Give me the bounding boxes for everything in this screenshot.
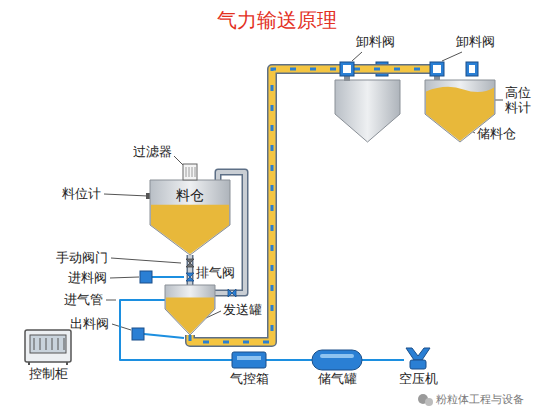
sending-tank: 发送罐 bbox=[165, 285, 215, 335]
node-label: 过滤器 bbox=[133, 144, 172, 160]
panel-slot bbox=[52, 338, 53, 350]
node-label: 气控箱 bbox=[230, 371, 269, 387]
cabinet-panel bbox=[30, 335, 66, 353]
box-body bbox=[232, 352, 266, 368]
leader-line bbox=[174, 156, 183, 165]
conveying-pipe bbox=[354, 66, 430, 73]
node-label: 料仓 bbox=[176, 187, 204, 204]
actuator-rod bbox=[152, 276, 184, 278]
vessel-outline bbox=[150, 180, 230, 255]
discharge-valve: 卸料阀 bbox=[430, 62, 444, 76]
node-label: 储料仓 bbox=[477, 126, 516, 142]
node-shape bbox=[165, 285, 215, 335]
filter: 过滤器 bbox=[183, 164, 197, 180]
part-label: 进气管 bbox=[64, 292, 103, 308]
storage-hopper: 料仓 bbox=[150, 180, 230, 255]
air-line bbox=[362, 359, 404, 361]
node-label: 控制柜 bbox=[29, 366, 68, 382]
node-label: 空压机 bbox=[399, 371, 438, 387]
cabinet-foot bbox=[66, 362, 68, 365]
receiving-bin bbox=[335, 80, 400, 142]
part-label: 排气阀 bbox=[196, 265, 235, 281]
watermark-icon bbox=[425, 398, 433, 406]
valve-body bbox=[430, 62, 444, 76]
valve-window bbox=[343, 65, 351, 73]
compressor-body bbox=[410, 360, 426, 369]
node-label: 储气罐 bbox=[318, 371, 357, 387]
node-shape bbox=[340, 62, 354, 76]
node-label: 卸料阀 bbox=[456, 34, 495, 50]
actuator-rod bbox=[144, 334, 184, 338]
valve-window bbox=[433, 65, 441, 73]
leader-line bbox=[106, 300, 116, 301]
node-shape bbox=[183, 164, 197, 180]
leader-line bbox=[442, 52, 462, 61]
pipe-outline bbox=[354, 64, 430, 74]
air-receiver: 储气罐 bbox=[312, 350, 362, 370]
filter-element bbox=[186, 167, 187, 177]
valve-actuator bbox=[132, 328, 144, 340]
watermark: 粉粒体工程与设备 bbox=[436, 393, 524, 406]
feed-valve bbox=[186, 273, 194, 281]
leader-line bbox=[110, 277, 139, 278]
box-highlight bbox=[237, 356, 261, 360]
node-shape bbox=[404, 346, 432, 370]
filter-element bbox=[192, 167, 193, 177]
part-label: 料位计 bbox=[62, 186, 101, 202]
filter-element bbox=[195, 167, 196, 177]
powder-fill bbox=[166, 298, 214, 335]
node-label: 卸料阀 bbox=[356, 34, 395, 50]
panel-slot bbox=[58, 338, 59, 350]
storage-bin: 储料仓 bbox=[425, 80, 495, 142]
leader-line bbox=[352, 52, 362, 61]
panel-slot bbox=[34, 338, 35, 350]
bin-inlet bbox=[344, 76, 350, 81]
air-line bbox=[266, 359, 312, 361]
cabinet-body bbox=[25, 330, 71, 362]
vessel-outline bbox=[165, 285, 215, 335]
actuator-icon bbox=[469, 65, 475, 73]
node-shape bbox=[312, 350, 362, 370]
compressor-head bbox=[406, 348, 430, 360]
diagram-title: 气力输送原理 bbox=[217, 8, 337, 32]
part-label: 高位料计 bbox=[505, 86, 531, 116]
powder-fill bbox=[151, 205, 229, 254]
material-plug bbox=[354, 68, 430, 71]
filter-body bbox=[183, 164, 197, 180]
leader-line bbox=[111, 258, 181, 263]
pipe-outline bbox=[187, 255, 194, 285]
discharge-valve: 卸料阀 bbox=[340, 62, 354, 76]
air-compressor: 空压机 bbox=[404, 346, 432, 370]
node-label: 发送罐 bbox=[223, 302, 262, 318]
manual-valve bbox=[186, 259, 194, 267]
air-control-box: 气控箱 bbox=[232, 352, 266, 368]
control-cabinet: 控制柜 bbox=[25, 330, 71, 362]
actuator-icon bbox=[466, 62, 478, 76]
node-shape bbox=[25, 330, 71, 362]
vent-valve bbox=[228, 289, 236, 297]
part-label: 手动阀门 bbox=[56, 250, 108, 266]
part-label: 出料阀 bbox=[70, 316, 109, 332]
panel-slot bbox=[40, 338, 41, 350]
panel-slot bbox=[64, 338, 65, 350]
node-shape bbox=[430, 62, 444, 76]
receiver-body bbox=[312, 350, 362, 370]
leader-line bbox=[112, 324, 131, 330]
valve-actuator bbox=[140, 271, 152, 283]
node-shape bbox=[232, 352, 266, 368]
leader-line bbox=[495, 100, 503, 101]
receiver-highlight bbox=[320, 354, 354, 358]
valve-body bbox=[340, 62, 354, 76]
cabinet-foot bbox=[28, 362, 30, 365]
panel-slot bbox=[46, 338, 47, 350]
part-label: 进料阀 bbox=[68, 270, 107, 286]
filter-element bbox=[189, 167, 190, 177]
leader-line bbox=[104, 194, 148, 196]
